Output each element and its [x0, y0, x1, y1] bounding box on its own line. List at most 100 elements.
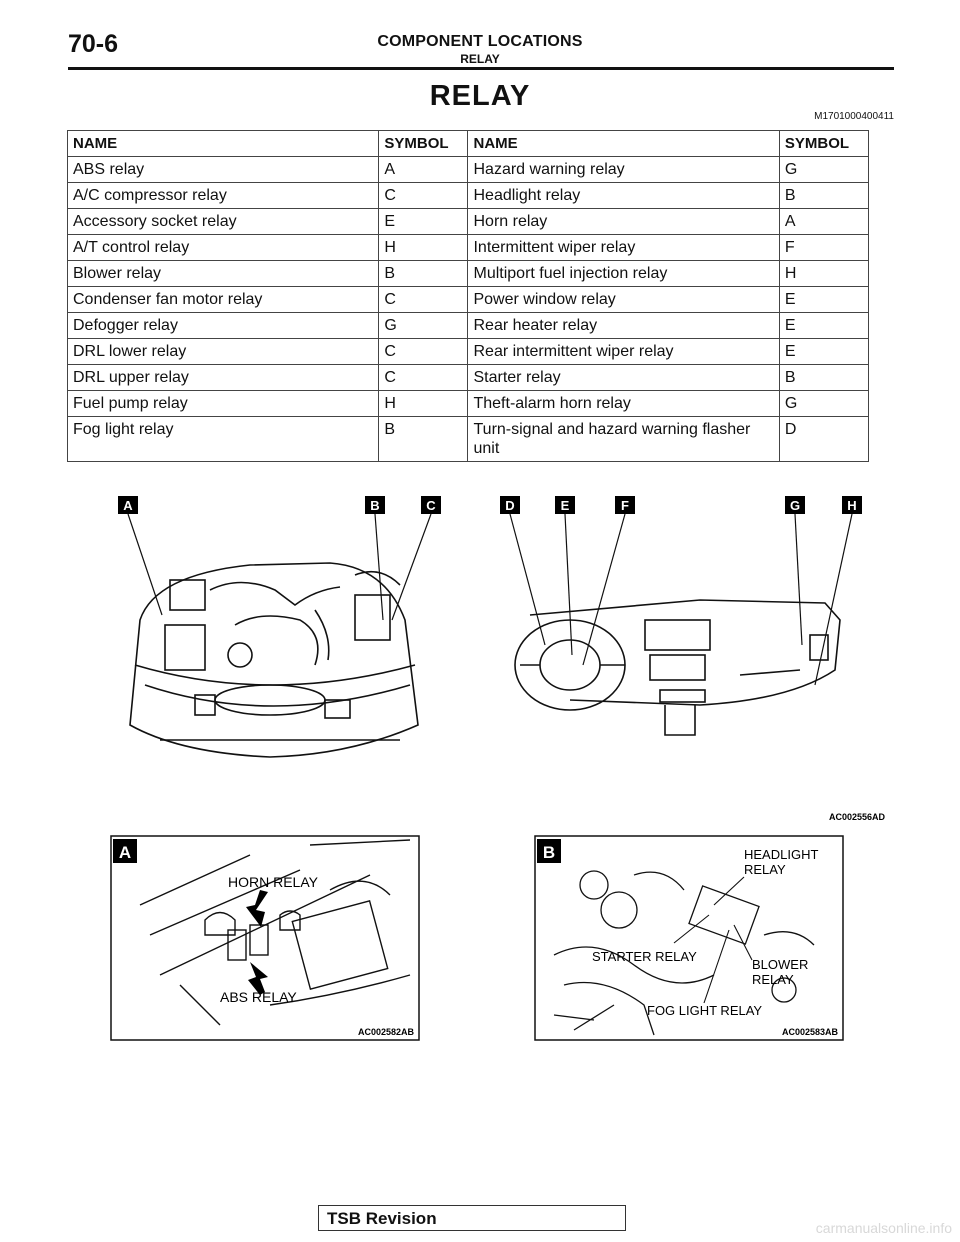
marker-d: D	[500, 496, 520, 514]
section-title: RELAY	[429, 80, 531, 112]
relay-name: A/T control relay	[66, 234, 380, 261]
marker-label: D	[505, 498, 514, 513]
col-header-symbol: SYMBOL	[778, 130, 870, 157]
relay-name: Headlight relay	[467, 182, 780, 209]
header-rule	[68, 67, 894, 70]
marker-a: A	[118, 496, 138, 514]
relay-name: Hazard warning relay	[467, 156, 780, 183]
figure-b-drawing	[553, 870, 815, 1036]
relay-symbol: E	[778, 286, 870, 313]
figure-a-label: A	[119, 843, 131, 862]
section-code: M1701000400411	[814, 111, 894, 122]
marker-f: F	[615, 496, 635, 514]
main-figure-code: AC002556AD	[829, 812, 886, 822]
relay-name: Theft-alarm horn relay	[467, 390, 780, 417]
relay-name: A/C compressor relay	[66, 182, 380, 209]
detail-figure-a: A HORN RELAY ABS RELAY AC002582AB	[110, 835, 420, 1041]
marker-g: G	[785, 496, 805, 514]
relay-symbol: G	[778, 156, 870, 183]
marker-b: B	[365, 496, 385, 514]
marker-label: A	[123, 498, 133, 513]
relay-symbol: A	[378, 156, 469, 183]
relay-symbol: E	[778, 338, 870, 365]
callout-fog-light-relay: FOG LIGHT RELAY	[647, 1003, 762, 1018]
marker-label: H	[847, 498, 856, 513]
relay-name: ABS relay	[66, 156, 380, 183]
figure-b-label: B	[543, 843, 555, 862]
callout-blower-relay-line2: RELAY	[752, 972, 794, 987]
relay-name: Condenser fan motor relay	[66, 286, 380, 313]
header-subtitle: RELAY	[460, 52, 500, 66]
col-header-name: NAME	[66, 130, 380, 157]
footer-box: TSB Revision	[318, 1205, 626, 1231]
relay-name: Rear heater relay	[467, 312, 780, 339]
relay-name: DRL upper relay	[66, 364, 380, 391]
marker-c: C	[421, 496, 441, 514]
marker-h: H	[842, 496, 862, 514]
relay-symbol: G	[378, 312, 469, 339]
marker-label: F	[621, 498, 629, 513]
marker-label: C	[426, 498, 436, 513]
relay-symbol: F	[778, 234, 870, 261]
callout-headlight-relay-line1: HEADLIGHT	[744, 847, 818, 862]
relay-symbol: A	[778, 208, 870, 235]
relay-name: Accessory socket relay	[66, 208, 380, 235]
relay-symbol: B	[778, 182, 870, 209]
main-figure: A B C D E F G H AC002556AD	[118, 496, 886, 822]
watermark: carmanualsonline.info	[815, 1220, 952, 1236]
relay-name: Fuel pump relay	[66, 390, 380, 417]
relay-name: DRL lower relay	[66, 338, 380, 365]
callout-headlight-relay-line2: RELAY	[744, 862, 786, 877]
relay-symbol: H	[378, 234, 469, 261]
figure-a-code: AC002582AB	[358, 1027, 415, 1037]
callout-blower-relay-line1: BLOWER	[752, 957, 808, 972]
callout-horn-relay: HORN RELAY	[228, 874, 319, 890]
relay-name: Starter relay	[467, 364, 780, 391]
relay-symbol: H	[778, 260, 870, 287]
marker-label: B	[370, 498, 379, 513]
relay-name: Intermittent wiper relay	[467, 234, 780, 261]
relay-name: Turn-signal and hazard warning flasher u…	[467, 416, 780, 462]
callout-starter-relay: STARTER RELAY	[592, 949, 697, 964]
relay-name: Defogger relay	[66, 312, 380, 339]
relay-name: Power window relay	[467, 286, 780, 313]
figure-b-code: AC002583AB	[782, 1027, 839, 1037]
relay-symbol: C	[378, 364, 469, 391]
figure-a-arrows	[246, 890, 268, 995]
figure-b-leaders	[673, 876, 753, 1004]
marker-label: G	[790, 498, 800, 513]
relay-symbol: E	[778, 312, 870, 339]
relay-name: Multiport fuel injection relay	[467, 260, 780, 287]
relay-symbol: B	[378, 260, 469, 287]
relay-name: Rear intermittent wiper relay	[467, 338, 780, 365]
relay-symbol: C	[378, 286, 469, 313]
table-header-row: NAME SYMBOL NAME SYMBOL	[66, 130, 870, 157]
dashboard-drawing	[514, 599, 841, 736]
relay-name: Fog light relay	[66, 416, 380, 462]
detail-figure-b: B HEADLIGHT RELAY STARTER RELAY BLOWER R…	[534, 835, 844, 1041]
relay-symbol: E	[378, 208, 469, 235]
marker-e: E	[555, 496, 575, 514]
relay-name: Blower relay	[66, 260, 380, 287]
relay-symbol: B	[378, 416, 469, 462]
relay-symbol: B	[778, 364, 870, 391]
col-header-name: NAME	[467, 130, 780, 157]
page-number: 70-6	[68, 30, 119, 58]
leader-lines	[127, 513, 853, 686]
col-header-symbol: SYMBOL	[378, 130, 469, 157]
relay-symbol: G	[778, 390, 870, 417]
relay-name: Horn relay	[467, 208, 780, 235]
relay-symbol: C	[378, 182, 469, 209]
figure-a-drawing	[139, 839, 411, 1026]
